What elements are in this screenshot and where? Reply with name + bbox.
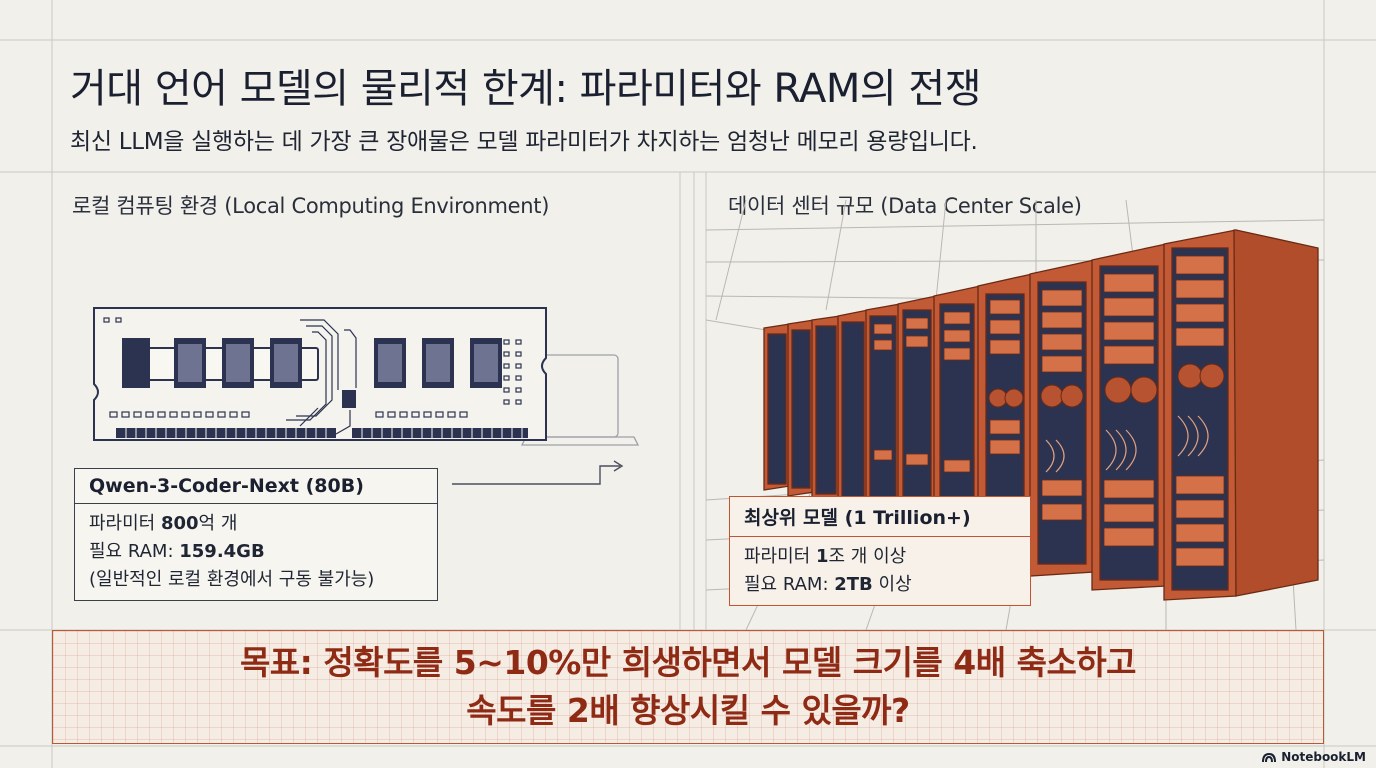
datacenter-model-card: 최상위 모델 (1 Trillion+) 파라미터 1조 개 이상 필요 RAM… <box>729 496 1031 606</box>
datacenter-model-title: 최상위 모델 (1 Trillion+) <box>730 497 1030 537</box>
goal-banner: 목표: 정확도를 5~10%만 희생하면서 모델 크기를 4배 축소하고 속도를… <box>52 630 1324 744</box>
notebooklm-logo-icon <box>1262 752 1277 763</box>
ram-value: 159.4GB <box>179 541 265 562</box>
ram-label: 필요 RAM: <box>89 541 180 562</box>
local-ram-line: 필요 RAM: 159.4GB <box>89 538 423 566</box>
param-label: 파라미터 <box>744 546 816 567</box>
brand-watermark: NotebookLM <box>1261 750 1366 764</box>
param-unit: 억 개 <box>198 513 238 534</box>
local-note: (일반적인 로컬 환경에서 구동 불가능) <box>89 569 375 590</box>
arrow-right-icon <box>452 460 624 485</box>
ram-unit: 이상 <box>872 574 912 595</box>
local-param-line: 파라미터 800억 개 <box>89 510 423 538</box>
goal-line-2: 속도를 2배 향상시킬 수 있을까? <box>466 691 910 730</box>
local-model-card: Qwen-3-Coder-Next (80B) 파라미터 800억 개 필요 R… <box>74 468 438 601</box>
data-center-illustration <box>706 200 1324 630</box>
local-panel-label: 로컬 컴퓨팅 환경 (Local Computing Environment) <box>72 194 550 218</box>
datacenter-panel-label: 데이터 센터 규모 (Data Center Scale) <box>728 194 1082 218</box>
page-title: 거대 언어 모델의 물리적 한계: 파라미터와 RAM의 전쟁 <box>70 66 982 112</box>
datacenter-ram-line: 필요 RAM: 2TB 이상 <box>744 571 1016 599</box>
param-label: 파라미터 <box>89 513 161 534</box>
local-model-details: 파라미터 800억 개 필요 RAM: 159.4GB (일반적인 로컬 환경에… <box>75 504 437 600</box>
ram-label: 필요 RAM: <box>744 574 835 595</box>
page-subtitle: 최신 LLM을 실행하는 데 가장 큰 장애물은 모델 파라미터가 차지하는 엄… <box>70 129 978 155</box>
param-value: 1 <box>815 546 829 567</box>
datacenter-param-line: 파라미터 1조 개 이상 <box>744 543 1016 571</box>
param-unit: 조 개 이상 <box>828 546 907 567</box>
datacenter-model-details: 파라미터 1조 개 이상 필요 RAM: 2TB 이상 <box>730 537 1030 605</box>
ram-module-illustration <box>93 307 640 446</box>
local-model-title: Qwen-3-Coder-Next (80B) <box>75 469 437 504</box>
ram-value: 2TB <box>834 574 873 595</box>
param-value: 800 <box>160 513 199 534</box>
goal-line-1: 목표: 정확도를 5~10%만 희생하면서 모델 크기를 4배 축소하고 <box>239 643 1137 682</box>
brand-name: NotebookLM <box>1281 750 1366 764</box>
